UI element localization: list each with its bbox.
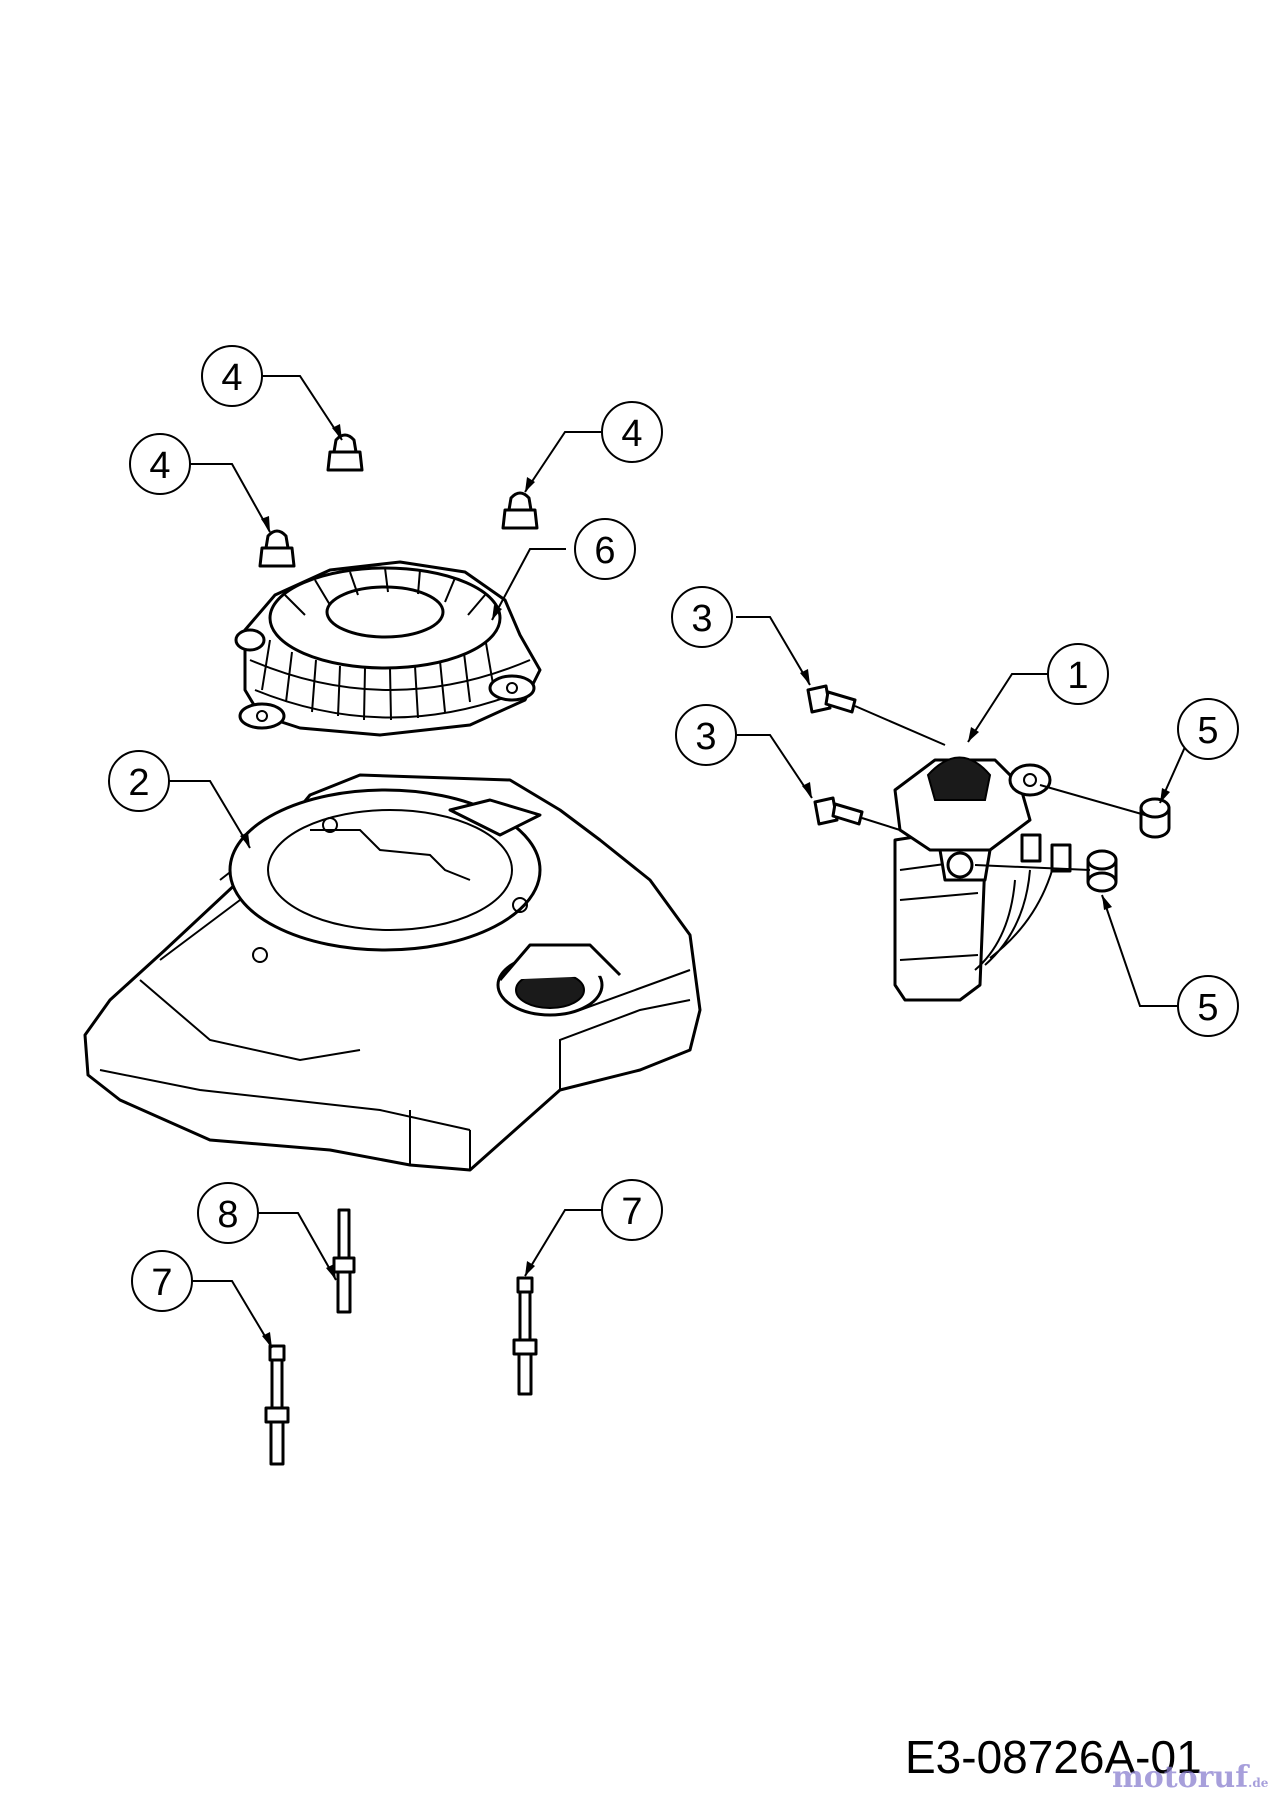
callout-bubble-4: 4	[201, 345, 263, 407]
stud-part-7-b	[512, 1276, 538, 1396]
callout-label-1: 1	[1067, 655, 1088, 697]
callout-label-2: 2	[128, 762, 149, 804]
callout-label-5: 5	[1197, 710, 1218, 752]
watermark-suffix: .de	[1248, 1776, 1269, 1790]
spacer-part-5-a	[1139, 797, 1171, 839]
callout-label-7: 7	[151, 1262, 172, 1304]
callout-label-8: 8	[217, 1194, 238, 1236]
callout-bubble-5: 5	[1177, 698, 1239, 760]
callout-bubble-7: 7	[131, 1250, 193, 1312]
leader-lines	[169, 375, 1208, 1349]
watermark-text: motoruf	[1112, 1760, 1249, 1795]
callout-bubble-6: 6	[574, 518, 636, 580]
stud-part-8	[332, 1208, 356, 1314]
nut-part-4-c	[501, 491, 539, 530]
nut-part-4-b	[258, 529, 296, 568]
callout-label-3: 3	[695, 716, 716, 758]
blower-housing-part-2	[83, 773, 702, 1172]
bolt-part-3-b	[813, 796, 864, 826]
recoil-starter-part-6	[234, 560, 542, 737]
bolt-part-3-a	[806, 684, 857, 714]
callout-label-7: 7	[621, 1191, 642, 1233]
callout-label-4: 4	[149, 445, 170, 487]
callout-label-6: 6	[594, 530, 615, 572]
stud-part-7-a	[264, 1344, 290, 1466]
watermark-logo: motoruf.de	[1112, 1760, 1268, 1795]
callout-label-3: 3	[691, 598, 712, 640]
callout-label-4: 4	[221, 357, 242, 399]
callout-bubble-4: 4	[129, 433, 191, 495]
callout-label-5: 5	[1197, 987, 1218, 1029]
starter-motor-part-1	[893, 756, 1072, 1002]
callout-bubble-8: 8	[197, 1182, 259, 1244]
callout-label-4: 4	[621, 413, 642, 455]
callout-bubble-2: 2	[108, 750, 170, 812]
spacer-part-5-b	[1086, 849, 1118, 893]
callout-bubble-4: 4	[601, 401, 663, 463]
callout-bubble-5: 5	[1177, 975, 1239, 1037]
callout-bubble-1: 1	[1047, 643, 1109, 705]
callout-bubble-3: 3	[675, 704, 737, 766]
nut-part-4-a	[326, 433, 364, 472]
callout-bubble-3: 3	[671, 586, 733, 648]
drawing-reference-code: E3-08726A-01	[905, 1731, 1202, 1783]
callout-bubble-7: 7	[601, 1179, 663, 1241]
